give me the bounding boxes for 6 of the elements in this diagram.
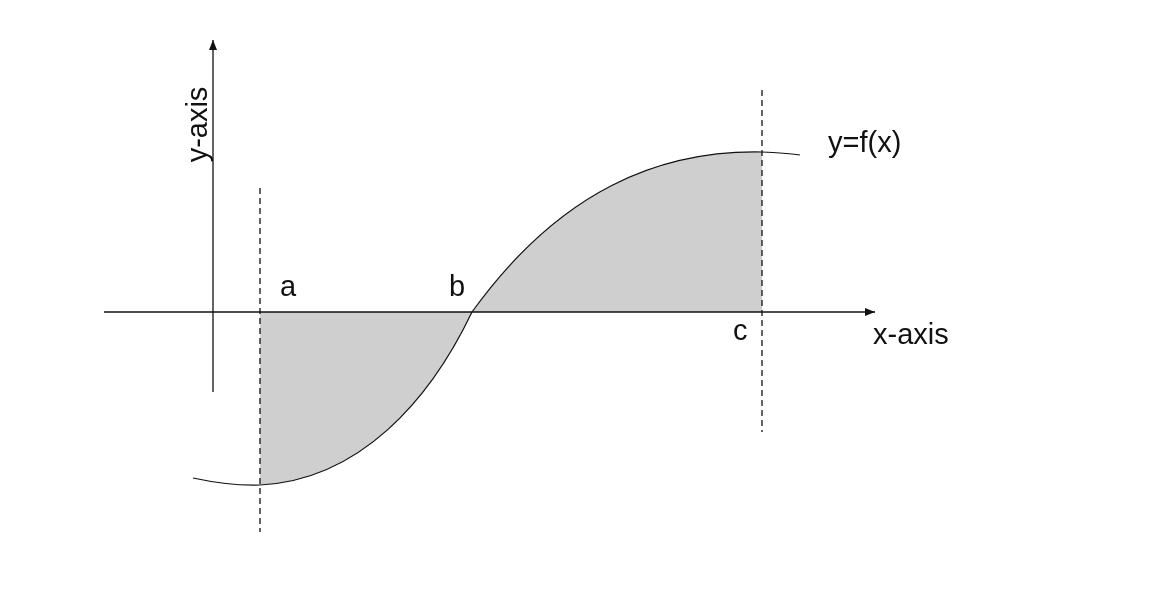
axis-label: y-axis [183,86,213,163]
point-label: a [280,272,297,301]
axis-label: x-axis [873,320,949,349]
function-label: y=f(x) [828,128,902,157]
point-label: c [733,316,748,345]
point-label: b [449,272,466,301]
